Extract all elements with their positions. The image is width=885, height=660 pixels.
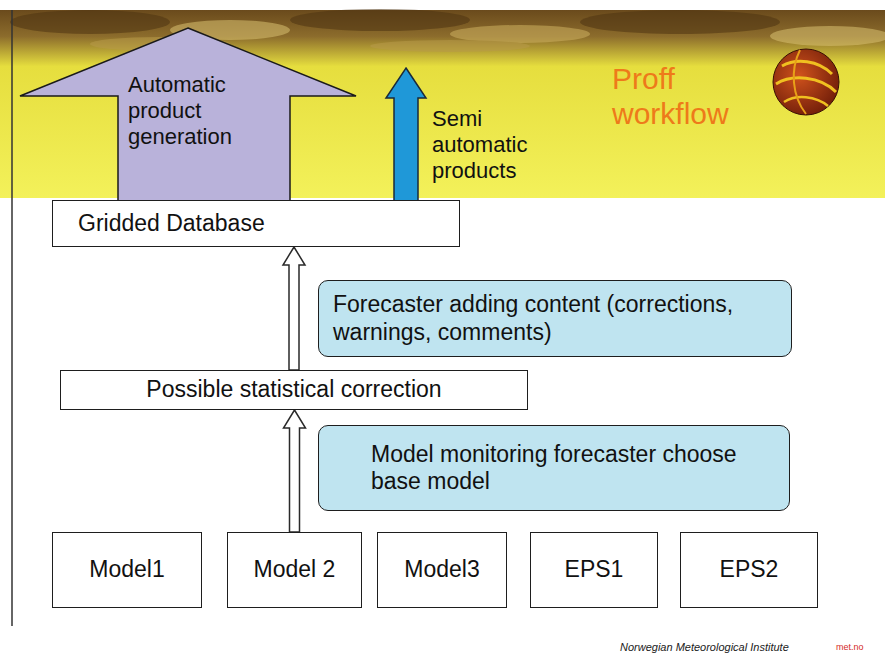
block-arrow: Automatic product generation [20,28,356,204]
slide-title: Proff workflow [612,62,762,131]
box-label: Model1 [89,556,164,583]
logo-swirl [782,61,832,74]
institute-name: Norwegian Meteorological Institute [620,641,789,654]
institute-logo [773,49,839,115]
box-label: Model 2 [254,556,336,583]
box-label: Forecaster adding content (corrections, … [333,291,779,345]
box-label: Possible statistical correction [146,376,441,403]
logo-globe [773,49,839,115]
box-label: Gridded Database [78,210,265,237]
left-rule [11,10,13,626]
cloud [580,10,780,34]
process-box: Model1 [52,532,202,608]
logo-swirl [794,50,806,114]
process-box: Possible statistical correction [60,370,528,410]
logo-swirl [784,97,828,106]
box-label: Model monitoring forecaster choose base … [371,441,751,495]
hollow-arrow [283,247,305,370]
process-box: EPS2 [680,532,818,608]
arrow-label: Semi automatic products [432,106,550,184]
process-box: Model3 [377,532,507,608]
process-box: EPS1 [530,532,658,608]
site-mark: met.no [836,642,864,653]
logo-swirl [776,78,836,92]
box-label: EPS1 [565,556,624,583]
process-box: Model 2 [227,532,362,608]
cloud [370,40,530,52]
process-box: Gridded Database [52,200,460,247]
box-label: EPS2 [720,556,779,583]
arrow-shape [386,68,426,204]
cloud [770,26,885,46]
arrow-label: Automatic product generation [128,72,284,150]
hollow-arrow [284,410,306,532]
cloud [290,9,470,31]
task-box: Model monitoring forecaster choose base … [318,425,790,511]
cloud [10,10,170,34]
arrow-shape [20,28,356,204]
box-label: Model3 [404,556,479,583]
task-box: Forecaster adding content (corrections, … [318,280,792,357]
thin-block-arrow: Semi automatic products [386,68,562,204]
cloud-texture [10,9,885,52]
